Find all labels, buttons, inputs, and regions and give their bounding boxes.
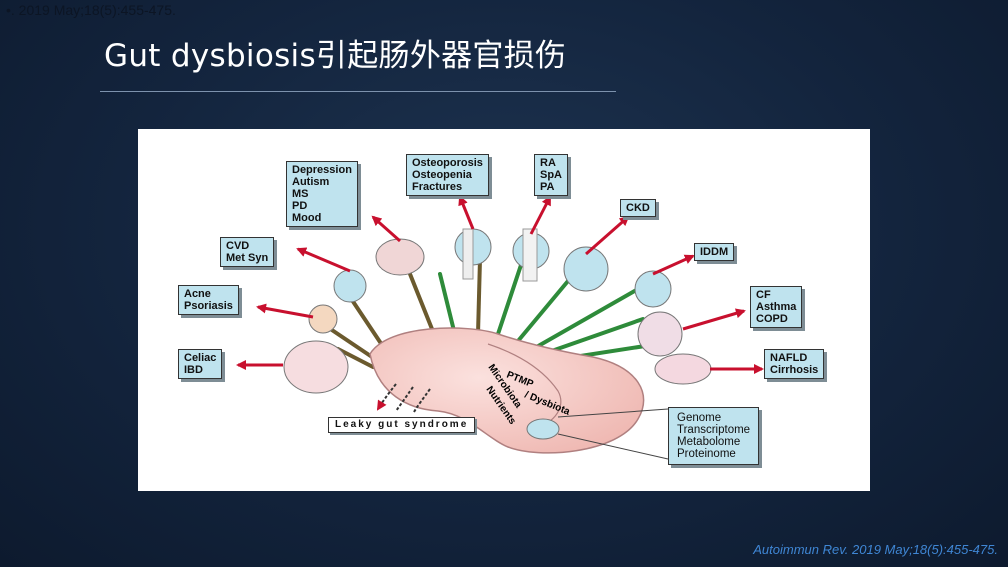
label-celiac: Celiac IBD bbox=[178, 349, 223, 379]
label-ckd: CKD bbox=[620, 199, 656, 217]
label-cf: CF Asthma COPD bbox=[750, 286, 803, 328]
label-cvd: CVD Met Syn bbox=[220, 237, 275, 267]
label-acne: Acne Psoriasis bbox=[178, 285, 239, 315]
citation: Autoimmun Rev. 2019 May;18(5):455-475. bbox=[753, 542, 998, 557]
diagram-graphics: PTMP Microbiota / Dysbiota Nutrients bbox=[236, 195, 764, 460]
label-nafld: NAFLD Cirrhosis bbox=[764, 349, 825, 379]
slide-title: Gut dysbiosis引起肠外器官损伤 bbox=[104, 38, 567, 74]
label-omics: Genome Transcriptome Metabolome Proteino… bbox=[668, 407, 760, 465]
label-osteoporosis: Osteoporosis Osteopenia Fractures bbox=[406, 154, 489, 196]
arrows bbox=[236, 195, 764, 374]
label-iddm: IDDM bbox=[694, 243, 735, 261]
top-note: •. 2019 May;18(5):455-475. bbox=[6, 2, 176, 18]
diagram-figure: PTMP Microbiota / Dysbiota Nutrients Dep… bbox=[138, 129, 870, 491]
label-leaky-gut: Leaky gut syndrome bbox=[328, 417, 476, 433]
label-depression: Depression Autism MS PD Mood bbox=[286, 161, 358, 227]
organ-icons bbox=[283, 228, 712, 394]
title-underline bbox=[100, 91, 616, 92]
gut-shape bbox=[369, 327, 669, 460]
label-ra: RA SpA PA bbox=[534, 154, 568, 196]
